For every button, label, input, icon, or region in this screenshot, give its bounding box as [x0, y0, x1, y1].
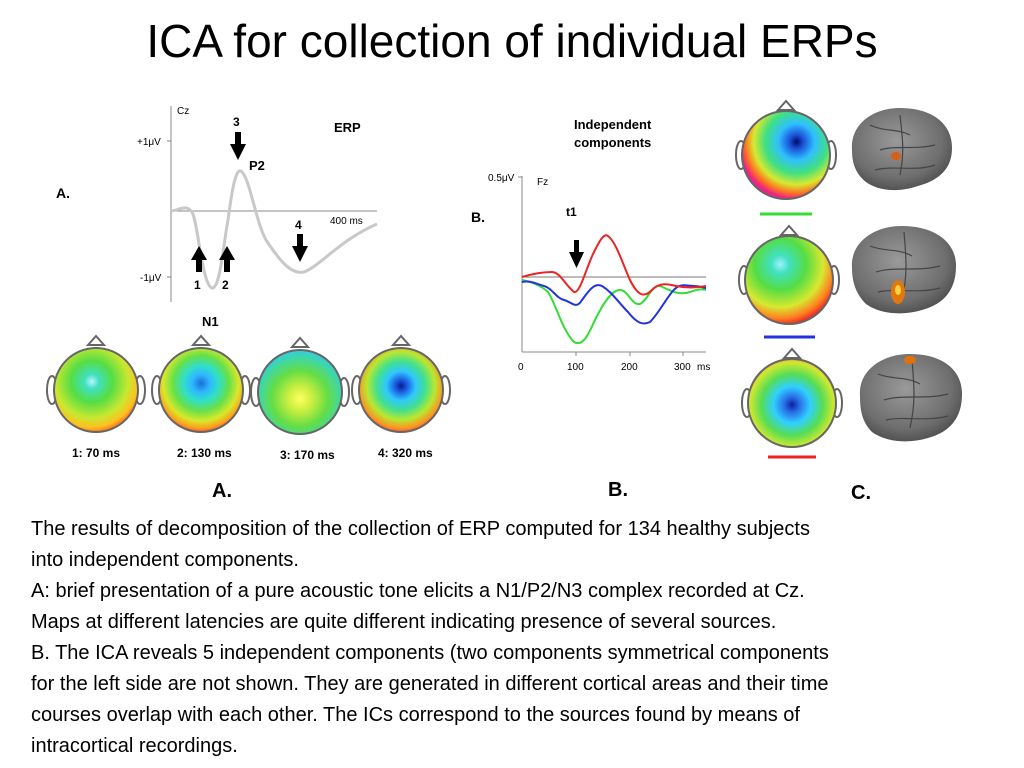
caption-line: into independent components.	[31, 549, 299, 571]
panel-b-channel-fz: Fz	[537, 177, 548, 188]
panel-a-topomaps: 1: 70 ms 2: 130 ms 3: 170 ms 4: 320 ms A…	[46, 334, 451, 502]
arrow-label-3: 3	[233, 115, 240, 129]
erp-trace	[170, 169, 378, 290]
panel-c-label-bottom: C.	[851, 482, 871, 504]
erp-title: ERP	[334, 120, 361, 135]
panel-a-label-bottom: A.	[212, 480, 232, 502]
arrow-1-icon	[191, 246, 207, 272]
t1-arrow-icon	[569, 240, 584, 268]
panel-c: C.	[735, 99, 962, 504]
brain-image-3	[859, 354, 962, 442]
erp-arrows	[191, 132, 308, 272]
ic-topomap-red	[741, 347, 843, 448]
topomap-130ms	[151, 334, 251, 433]
caption-line: intracortical recordings.	[31, 735, 238, 757]
map-caption-320ms: 4: 320 ms	[378, 446, 433, 460]
panel-b-xtick-label-300: 300	[674, 362, 691, 373]
panel-b-title-line1: Independent	[574, 117, 652, 132]
ic-trace-blue	[521, 280, 707, 325]
caption-line: courses overlap with each other. The ICs…	[31, 704, 800, 726]
panel-a-label-top: A.	[56, 185, 70, 201]
panel-b-y-label: 0.5μV	[488, 173, 515, 184]
slide-title: ICA for collection of individual ERPs	[146, 15, 878, 67]
topomap-170ms	[250, 336, 350, 435]
caption-line: Maps at different latencies are quite di…	[31, 611, 777, 633]
y-neg-label: -1μV	[140, 273, 162, 284]
t1-label: t1	[566, 205, 577, 219]
panel-b-label-left: B.	[471, 209, 485, 225]
map-caption-130ms: 2: 130 ms	[177, 446, 232, 460]
ic-topomap-blue	[738, 224, 840, 325]
brain-image-1	[851, 108, 952, 191]
panel-b-xtick-label-ms: ms	[697, 362, 710, 373]
y-pos-label: +1μV	[137, 137, 161, 148]
ic-trace-green	[521, 279, 707, 345]
panel-b-xtick-label-0: 0	[518, 362, 524, 373]
arrow-label-2: 2	[222, 278, 229, 292]
peak-label-p2: P2	[249, 158, 265, 173]
channel-label-cz: Cz	[177, 106, 189, 117]
arrow-2-icon	[219, 246, 235, 272]
panel-a-erp-plot: A. Cz ERP +1μV -1μV 400 ms	[56, 106, 378, 329]
caption-line: B. The ICA reveals 5 independent compone…	[31, 642, 829, 664]
topomap-70ms	[46, 334, 146, 433]
caption-line: A: brief presentation of a pure acoustic…	[31, 580, 805, 602]
arrow-3-icon	[230, 132, 246, 160]
arrow-label-1: 1	[194, 278, 201, 292]
topomap-320ms	[351, 334, 451, 433]
caption: The results of decomposition of the coll…	[31, 514, 1001, 762]
panel-b-xtick-label-200: 200	[621, 362, 638, 373]
caption-line: The results of decomposition of the coll…	[31, 518, 810, 540]
panel-b-plot: B. Independent components 0.5μV Fz 0 100…	[471, 117, 710, 501]
ic-trace-red	[521, 234, 707, 296]
panel-b-xtick-label-100: 100	[567, 362, 584, 373]
arrow-4-icon	[292, 234, 308, 262]
map-caption-170ms: 3: 170 ms	[280, 448, 335, 462]
figure: A. Cz ERP +1μV -1μV 400 ms	[46, 99, 962, 504]
x-tick-400ms: 400 ms	[330, 216, 363, 227]
caption-line: for the left side are not shown. They ar…	[31, 673, 829, 695]
panel-b-label-bottom: B.	[608, 479, 628, 501]
ic-topomap-green	[735, 99, 837, 200]
arrow-label-4: 4	[295, 218, 302, 232]
brain-image-2	[851, 226, 956, 314]
map-caption-70ms: 1: 70 ms	[72, 446, 120, 460]
panel-b-title-line2: components	[574, 135, 651, 150]
peak-label-n1: N1	[202, 314, 219, 329]
